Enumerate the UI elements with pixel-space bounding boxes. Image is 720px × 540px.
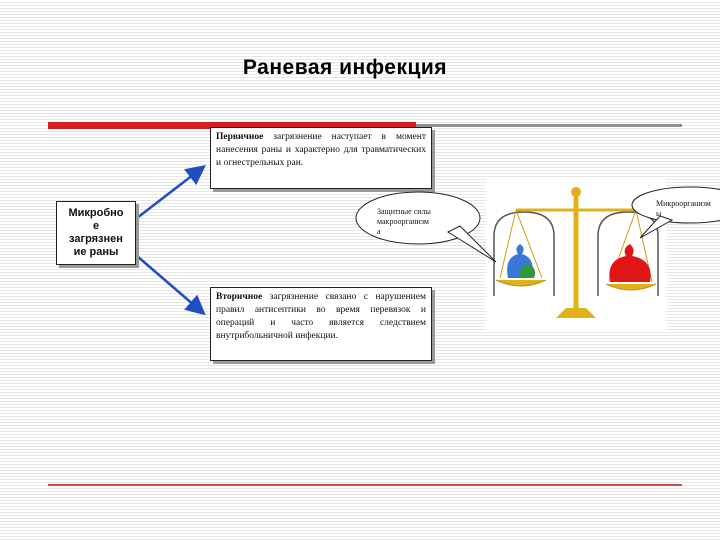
microbial-contamination-box: Микробно е загрязнен ие раны	[56, 201, 136, 265]
central-line-3: загрязнен	[69, 233, 123, 245]
microbe-callout-tail	[639, 215, 674, 239]
scale-base	[556, 308, 596, 318]
red-sack	[609, 244, 651, 282]
central-line-1: Микробно	[68, 207, 124, 219]
scale-top-knob	[571, 187, 581, 197]
right-pan	[605, 283, 657, 291]
primary-term: Первичное	[216, 132, 264, 142]
secondary-term: Вторичное	[216, 292, 263, 302]
primary-contamination-box: Первичное загрязнение наступает в момент…	[210, 127, 432, 189]
slide-title: Раневая инфекция	[242, 56, 448, 79]
balance-scale-illustration	[486, 178, 666, 330]
title-underline-gray	[416, 124, 682, 127]
secondary-contamination-box: Вторичное загрязнение связано с нарушени…	[210, 287, 432, 361]
central-line-4: ие раны	[73, 246, 119, 258]
arrow-to-secondary	[136, 255, 206, 316]
green-sack	[519, 264, 536, 278]
arrow-to-primary	[136, 164, 206, 219]
left-pan	[495, 279, 547, 287]
microbe-callout-text: Микроорганизм ы	[656, 199, 711, 218]
defense-callout-text: Защитные силы макроорганизм а	[377, 207, 431, 236]
microbe-callout-bubble	[631, 186, 720, 224]
left-glass-dome	[493, 211, 555, 296]
defense-callout-tail	[446, 225, 497, 263]
title-underline-red	[48, 122, 416, 129]
central-line-2: е	[92, 220, 100, 232]
secondary-description: загрязнение связано с нарушением правил …	[216, 292, 426, 341]
primary-description: загрязнение наступает в момент нанесения…	[216, 132, 427, 168]
bottom-divider	[48, 484, 682, 486]
